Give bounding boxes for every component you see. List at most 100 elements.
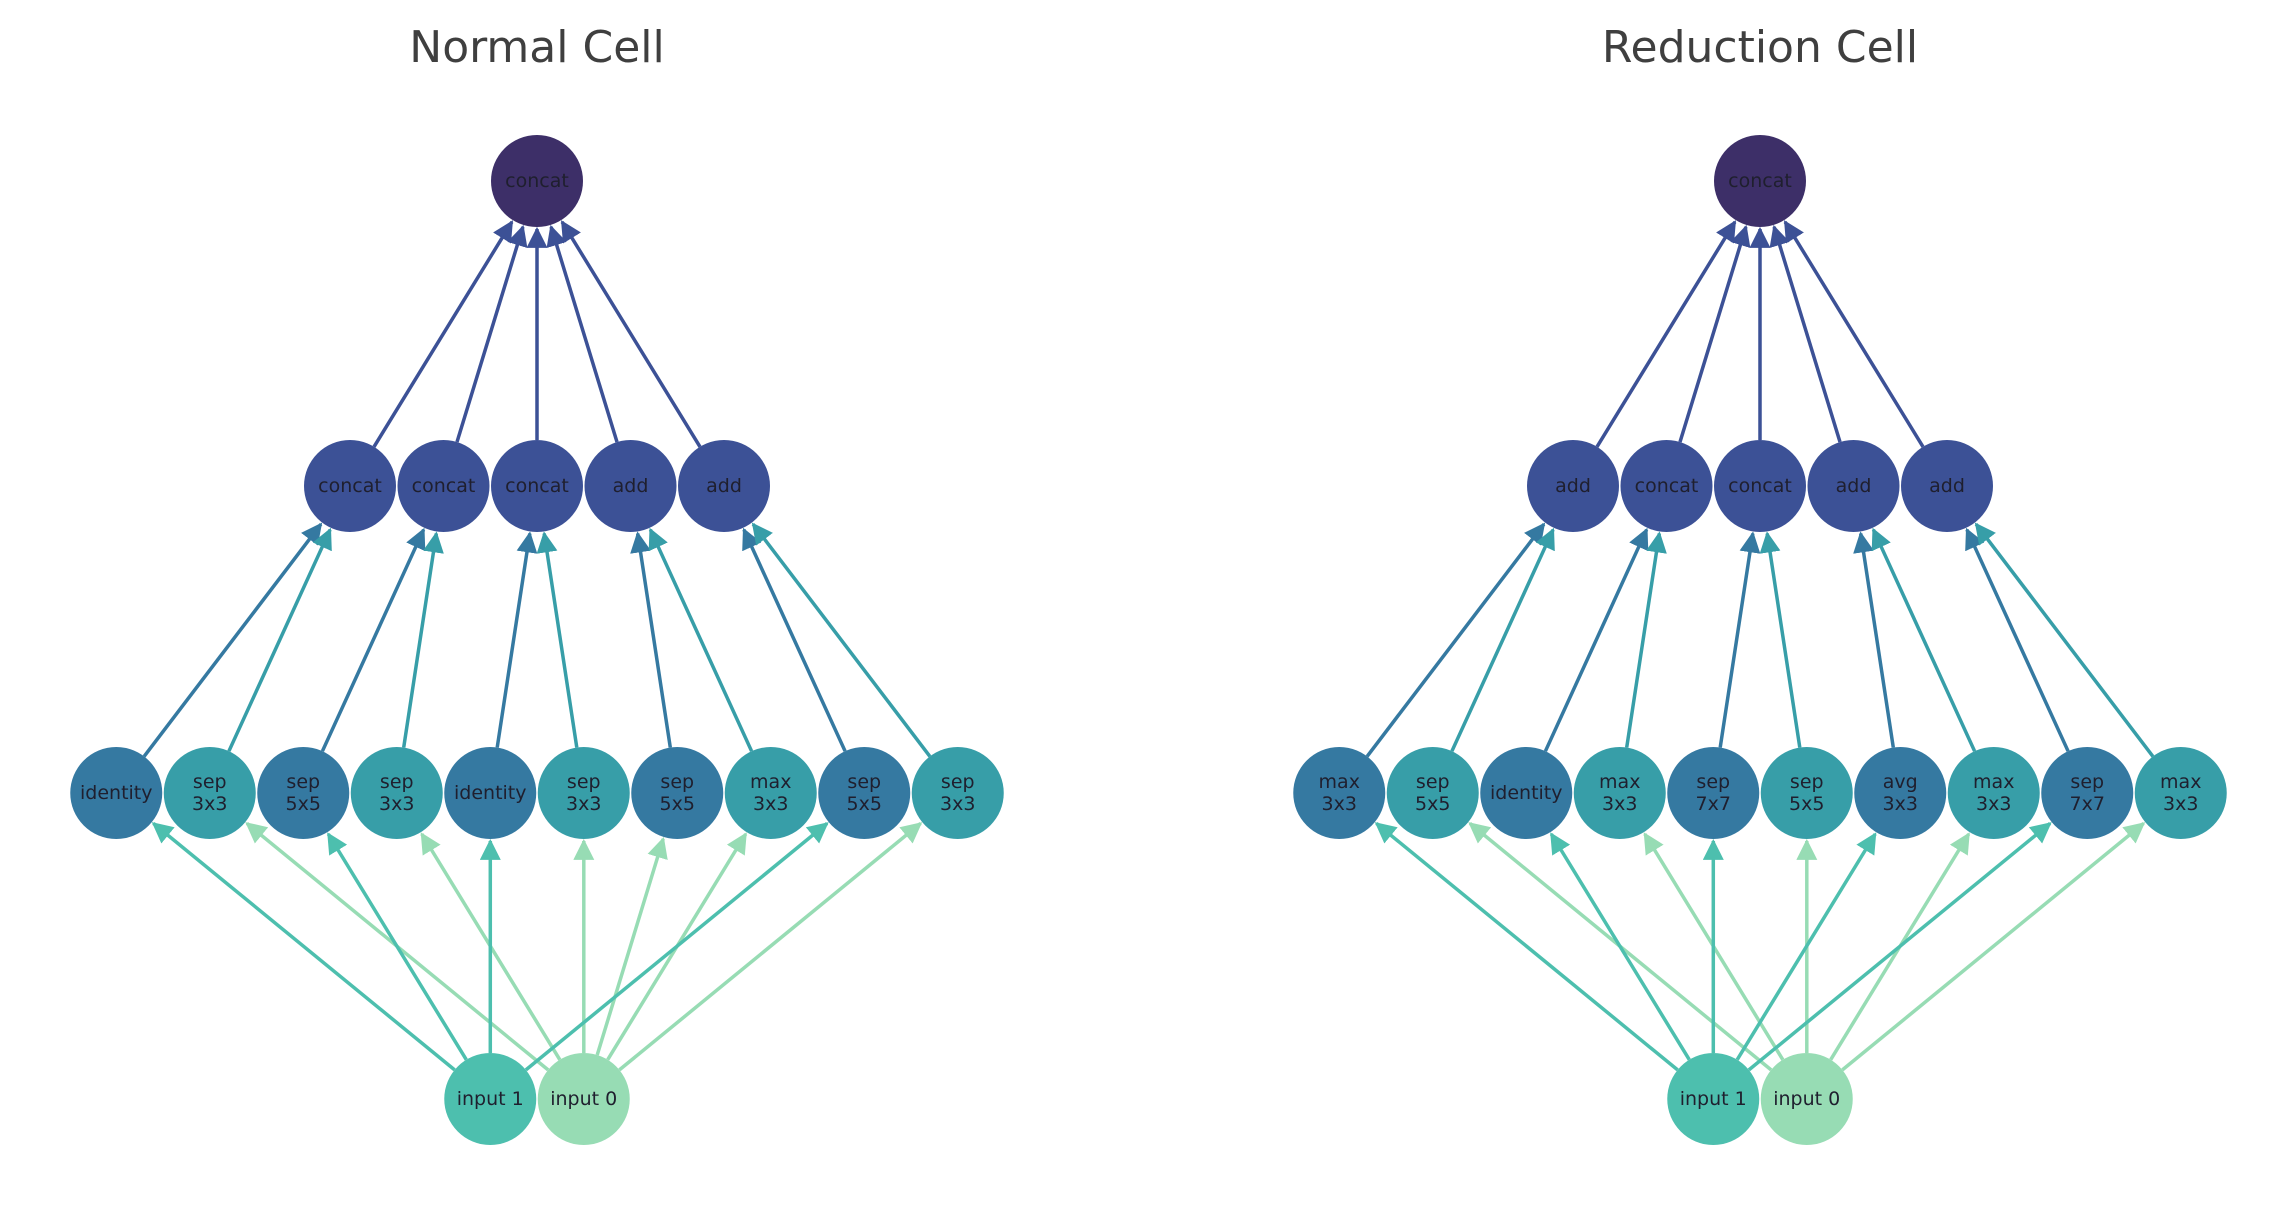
edge-input-to-op [618, 822, 923, 1072]
node-label: max [1599, 771, 1640, 793]
node-circle [1667, 747, 1760, 839]
edge-op-to-combine [1718, 531, 1761, 748]
node-label: concat [318, 475, 382, 497]
node-label: identity [1490, 782, 1563, 804]
edge-op-to-combine [1974, 522, 2155, 758]
input-node: input 0 [537, 1053, 630, 1145]
node-label: input 1 [1680, 1088, 1747, 1110]
node-label: 3x3 [1602, 793, 1637, 815]
node-circle [1760, 747, 1853, 839]
node-circle [1573, 747, 1666, 839]
node-circle [818, 747, 911, 839]
node-label: sep [193, 771, 227, 793]
edge-input-to-op [326, 832, 468, 1061]
node-circle [1854, 747, 1947, 839]
op-node: identity [444, 747, 537, 839]
edge-combine-to-output [1595, 220, 1737, 448]
combine-node: add [1807, 440, 1900, 532]
edge-op-to-combine [495, 531, 538, 748]
node-circle [491, 135, 583, 227]
node-label: concat [505, 170, 569, 192]
node-circle [537, 747, 630, 839]
edge-op-to-combine [1759, 531, 1802, 748]
edge-input-to-op [151, 822, 456, 1072]
node-circle [584, 440, 677, 532]
node-label: 3x3 [1883, 793, 1918, 815]
node-label: sep [1416, 771, 1450, 793]
node-label: input 0 [550, 1088, 617, 1110]
node-circle [537, 1053, 630, 1145]
edge-combine-to-output [1783, 220, 1925, 448]
edge-input-to-op [1549, 832, 1691, 1061]
edge-combine-to-output [1769, 224, 1842, 443]
edge-op-to-combine [320, 527, 426, 752]
edge-op-to-combine [1624, 531, 1667, 748]
op-node: identity [70, 747, 163, 839]
node-label: sep [2070, 771, 2104, 793]
node-circle [724, 747, 817, 839]
edge-op-to-combine [1365, 522, 1546, 758]
edge-combine-to-output [372, 220, 514, 448]
node-label: add [706, 475, 742, 497]
node-circle [1714, 135, 1806, 227]
node-label: 7x7 [2070, 793, 2105, 815]
edge-op-to-combine [1543, 527, 1649, 752]
node-circle [350, 747, 443, 839]
node-circle [304, 440, 396, 532]
combine-node: add [1527, 440, 1619, 532]
node-label: add [1929, 475, 1965, 497]
node-label: concat [1728, 475, 1792, 497]
node-circle [70, 747, 163, 839]
node-label: 5x5 [1789, 793, 1824, 815]
node-circle [1667, 1053, 1760, 1145]
node-circle [2134, 747, 2227, 839]
node-label: concat [505, 475, 569, 497]
node-label: add [1555, 475, 1591, 497]
node-label: sep [1790, 771, 1824, 793]
input-node: input 0 [1760, 1053, 1853, 1145]
op-node: identity [1480, 747, 1573, 839]
node-circle [397, 440, 490, 532]
edge-op-to-combine [742, 527, 847, 752]
edge-combine-to-output [1678, 224, 1751, 443]
node-circle [631, 747, 724, 839]
edge-input-to-op [595, 836, 668, 1056]
combine-node: concat [491, 440, 583, 532]
node-circle [1947, 747, 2040, 839]
node-label: 5x5 [286, 793, 321, 815]
node-circle [444, 747, 537, 839]
edge-input-to-op [524, 822, 829, 1072]
edge-op-to-combine [1965, 527, 2070, 752]
node-circle [1760, 1053, 1853, 1145]
node-label: max [1973, 771, 2014, 793]
cell-title: Reduction Cell [1602, 22, 1918, 73]
node-label: 5x5 [1415, 793, 1450, 815]
edge-combine-to-output [560, 220, 702, 448]
node-circle [257, 747, 350, 839]
node-circle [163, 747, 256, 839]
node-label: max [750, 771, 791, 793]
edge-input-to-op [1841, 822, 2146, 1072]
edge-op-to-combine [1853, 531, 1896, 748]
output-node: concat [1714, 135, 1806, 227]
combine-node: concat [1620, 440, 1713, 532]
combine-node: add [1901, 440, 1993, 532]
node-label: 3x3 [940, 793, 975, 815]
input-node: input 1 [1667, 1053, 1760, 1145]
node-label: sep [660, 771, 694, 793]
edge-combine-to-output [546, 224, 619, 443]
